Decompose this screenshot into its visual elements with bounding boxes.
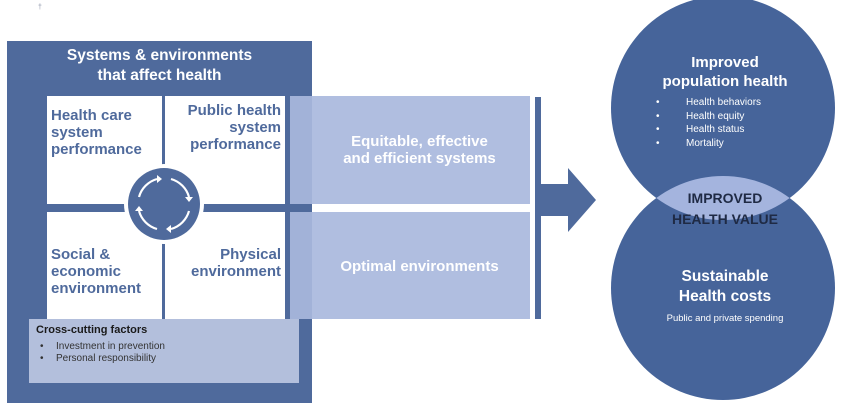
systems-title-line1: Systems & environments (66, 47, 253, 64)
cross-cutting-list: Investment in prevention Personal respon… (40, 341, 165, 365)
label-line: performance (190, 136, 281, 153)
list-item: Health behaviors (656, 96, 761, 110)
quadrant-health-care-label: Health care system performance (51, 107, 142, 158)
band-systems (290, 96, 530, 204)
label-line: Physical (220, 246, 281, 263)
tiny-mark: † (38, 4, 42, 11)
health-costs-circle (611, 176, 835, 400)
population-health-list: Health behaviors Health equity Health st… (656, 96, 761, 150)
population-health-title: Improved population health (640, 53, 810, 91)
label-line: environment (190, 263, 281, 280)
systems-title-line2: that affect health (97, 67, 222, 84)
label-line: performance (51, 141, 142, 158)
quadrant-physical-label: Physical environment (191, 246, 281, 280)
title-line: Health costs (678, 288, 772, 305)
label-line: system (229, 119, 281, 136)
list-item: Personal responsibility (40, 353, 165, 365)
list-item: Mortality (656, 137, 761, 151)
quadrant-social-economic-label: Social & economic environment (51, 246, 141, 297)
label-line: Social & (51, 246, 111, 263)
label-line: environment (51, 280, 142, 297)
health-costs-title: Sustainable Health costs (640, 267, 810, 307)
label-line: Health care (51, 107, 132, 124)
value-line: HEALTH VALUE (671, 211, 779, 227)
band-environments-text: Optimal environments (340, 258, 499, 275)
arrow-right-icon (538, 168, 596, 232)
band-environments (290, 212, 530, 319)
health-value-label: IMPROVED HEALTH VALUE (660, 188, 790, 230)
band-text-line: Equitable, effective (351, 133, 488, 150)
quadrant-public-health-label: Public health system performance (188, 102, 281, 153)
title-line: population health (662, 73, 788, 90)
health-costs-subtitle: Public and private spending (666, 313, 784, 324)
value-line: IMPROVED (687, 190, 763, 206)
band-systems-text: Equitable, effective and efficient syste… (312, 133, 527, 167)
label-line: system (51, 124, 103, 141)
label-line: Public health (187, 102, 281, 119)
cross-cutting-title: Cross-cutting factors (36, 324, 148, 336)
list-item: Investment in prevention (40, 341, 165, 353)
band-text-line: and efficient systems (343, 150, 496, 167)
systems-title: Systems & environments that affect healt… (7, 46, 312, 86)
title-line: Sustainable (681, 268, 769, 285)
label-line: economic (51, 263, 122, 280)
list-item: Health status (656, 123, 761, 137)
cycle-icon (124, 164, 204, 244)
list-item: Health equity (656, 110, 761, 124)
title-line: Improved (691, 54, 759, 71)
